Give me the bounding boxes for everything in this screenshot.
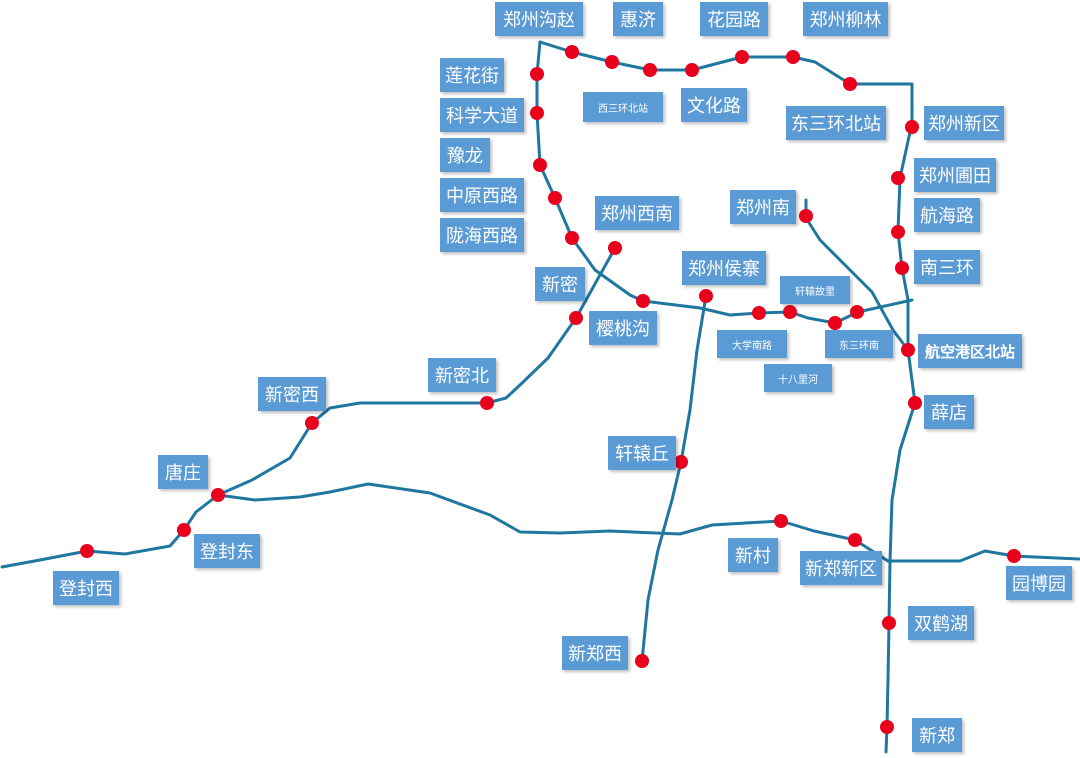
label-huayuanlu: 花园路 bbox=[700, 2, 768, 36]
label-zhengzhouxinan: 郑州西南 bbox=[595, 196, 679, 230]
station-dot bbox=[565, 45, 579, 59]
label-yuanboyuan: 园博园 bbox=[1006, 566, 1072, 600]
label-zhengzhouhouzhai: 郑州侯寨 bbox=[682, 251, 766, 285]
station-dot bbox=[177, 523, 191, 537]
xinzheng-south-line bbox=[884, 401, 917, 754]
label-tangzhuang: 唐庄 bbox=[158, 455, 208, 489]
dengfeng-line bbox=[216, 482, 1080, 563]
label-dongsanhuanbeizhan: 东三环北站 bbox=[786, 106, 886, 140]
station-dot bbox=[774, 514, 788, 528]
label-dengfengdong: 登封东 bbox=[194, 534, 260, 568]
label-lianhuajie: 莲花街 bbox=[440, 58, 504, 92]
xinzhengxi-line bbox=[640, 294, 708, 663]
station-dot bbox=[1007, 549, 1021, 563]
label-xisanhuanbeizhan: 西三环北站 bbox=[583, 92, 663, 122]
station-dot bbox=[530, 106, 544, 120]
label-daxuenanlu: 大学南路 bbox=[717, 330, 787, 358]
xinmi-line bbox=[0, 246, 617, 569]
station-dot bbox=[799, 209, 813, 223]
station-dot bbox=[891, 171, 905, 185]
station-dot bbox=[752, 306, 766, 320]
station-dot bbox=[908, 396, 922, 410]
station-dot bbox=[635, 654, 649, 668]
label-huiji: 惠济 bbox=[613, 2, 663, 36]
label-longhaixilu: 陇海西路 bbox=[440, 218, 524, 252]
station-dot bbox=[569, 311, 583, 325]
station-dot bbox=[305, 416, 319, 430]
label-shuanghehu: 双鹤湖 bbox=[908, 606, 974, 640]
label-xincun: 新村 bbox=[728, 538, 778, 572]
label-xinmibei: 新密北 bbox=[428, 358, 496, 392]
station-dot bbox=[211, 488, 225, 502]
label-xinmi: 新密 bbox=[535, 267, 585, 301]
xinzheng-line bbox=[804, 198, 910, 352]
station-dot bbox=[843, 77, 857, 91]
station-dot bbox=[605, 55, 619, 69]
label-wenhualu: 文化路 bbox=[681, 88, 747, 122]
label-xinzhengxinqu: 新郑新区 bbox=[800, 551, 882, 585]
station-dot bbox=[699, 289, 713, 303]
label-xuanyuanqiu: 轩辕丘 bbox=[608, 436, 676, 470]
label-zhengzhounan: 郑州南 bbox=[730, 190, 796, 224]
station-dot bbox=[636, 294, 650, 308]
station-dot bbox=[548, 191, 562, 205]
label-hangkonggang: 航空港区北站 bbox=[918, 334, 1022, 368]
label-xinmixi: 新密西 bbox=[258, 377, 326, 411]
station-dot bbox=[643, 63, 657, 77]
station-dot bbox=[905, 120, 919, 134]
station-dot bbox=[530, 67, 544, 81]
station-dot bbox=[480, 396, 494, 410]
label-yingtaogou: 樱桃沟 bbox=[589, 311, 657, 345]
station-dot bbox=[848, 533, 862, 547]
label-xuedian: 薛店 bbox=[924, 395, 974, 429]
label-dongsanhuannan: 东三环南 bbox=[825, 330, 893, 358]
label-kexuedadao: 科学大道 bbox=[440, 98, 524, 132]
station-dot bbox=[850, 305, 864, 319]
station-dot bbox=[828, 316, 842, 330]
stations bbox=[80, 45, 1021, 734]
label-zhengzhougouzhao: 郑州沟赵 bbox=[495, 2, 583, 36]
station-dot bbox=[882, 616, 896, 630]
label-xinzhengxi: 新郑西 bbox=[562, 636, 628, 670]
station-dot bbox=[565, 231, 579, 245]
label-xuanyuanguli: 轩辕故里 bbox=[780, 276, 850, 304]
station-dot bbox=[880, 720, 894, 734]
station-dot bbox=[80, 544, 94, 558]
label-yulong: 豫龙 bbox=[440, 138, 490, 172]
station-dot bbox=[674, 455, 688, 469]
label-zhengzhoupu: 郑州圃田 bbox=[914, 158, 996, 192]
label-nansanhuan: 南三环 bbox=[914, 250, 980, 284]
station-dot bbox=[891, 225, 905, 239]
station-dot bbox=[783, 305, 797, 319]
station-dot bbox=[895, 261, 909, 275]
label-dengfengxi: 登封西 bbox=[53, 571, 119, 605]
label-zhongyuanxilu: 中原西路 bbox=[440, 178, 524, 212]
label-shibalihe: 十八里河 bbox=[764, 364, 832, 392]
station-dot bbox=[608, 241, 622, 255]
station-dot bbox=[533, 158, 547, 172]
station-dot bbox=[735, 50, 749, 64]
station-dot bbox=[685, 63, 699, 77]
station-dot bbox=[901, 343, 915, 357]
station-dot bbox=[786, 50, 800, 64]
label-zhengzhouxinqu: 郑州新区 bbox=[924, 106, 1004, 140]
label-hanghailu: 航海路 bbox=[914, 198, 980, 232]
label-xinzheng: 新郑 bbox=[912, 718, 962, 752]
label-zhengzhouliulin: 郑州柳林 bbox=[803, 2, 888, 36]
